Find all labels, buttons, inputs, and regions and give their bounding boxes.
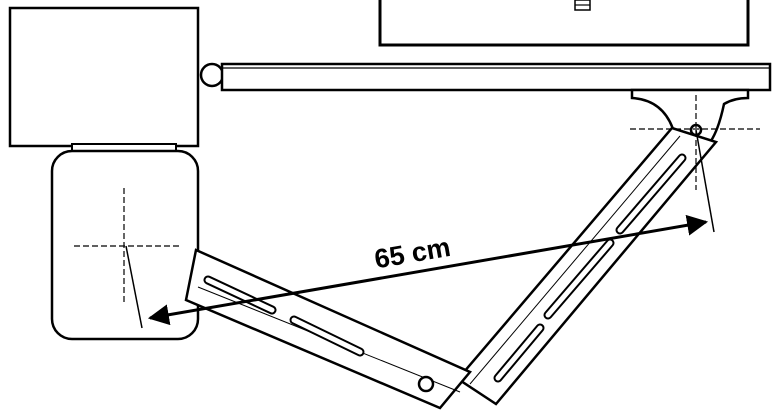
motor-reference-line	[125, 245, 143, 329]
dimension-arrow	[147, 214, 709, 326]
elbow-joint	[417, 375, 435, 393]
gate-panel	[378, 0, 750, 47]
bracket-centerlines	[630, 95, 760, 190]
hinge-pin	[199, 62, 225, 88]
motor-centerlines	[74, 188, 180, 302]
gear-motor	[50, 143, 200, 341]
gate-beam	[220, 62, 772, 92]
motor-housing	[8, 6, 200, 148]
bracket-reference-line	[695, 129, 715, 233]
second-arm	[456, 126, 719, 406]
